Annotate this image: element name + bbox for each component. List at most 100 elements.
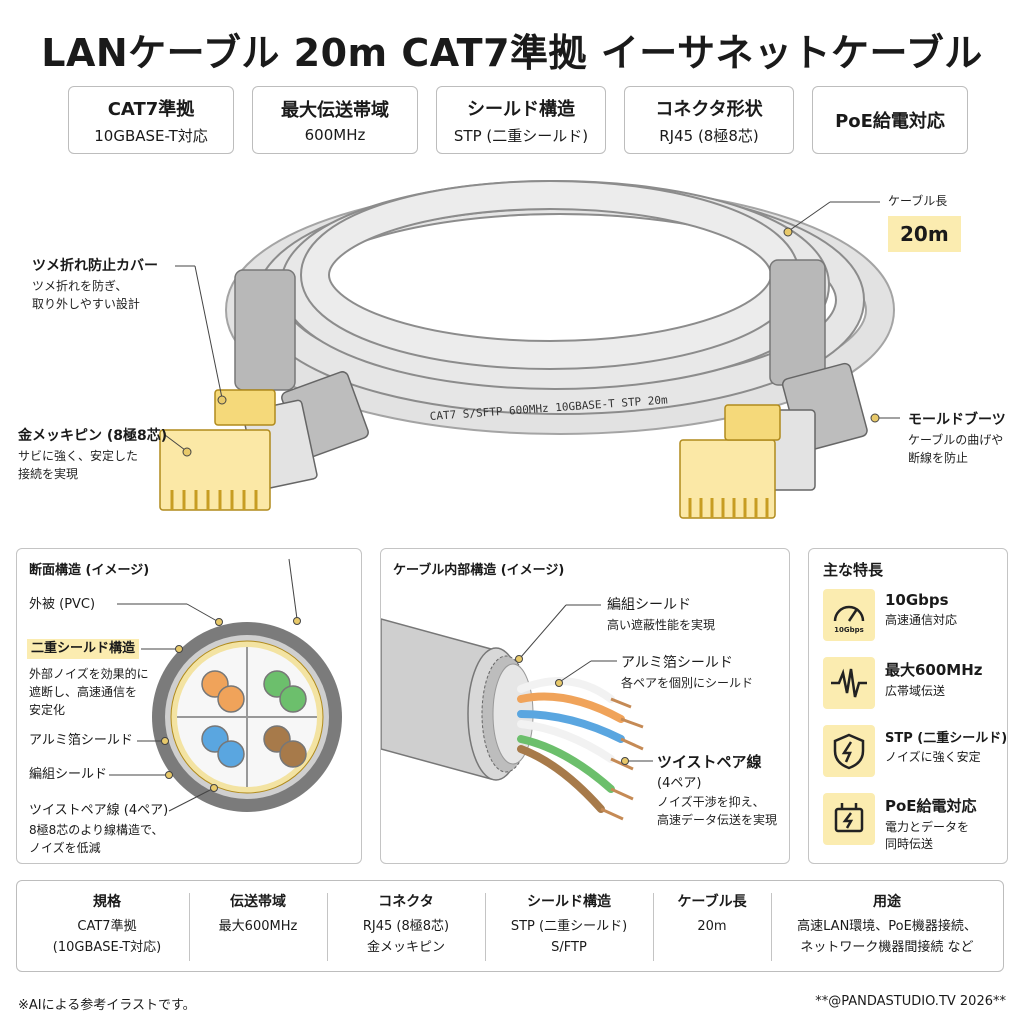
table-header: コネクタ xyxy=(378,894,434,910)
left-rj45-connector xyxy=(159,371,369,511)
spec-row: CAT7準拠 10GBASE-T対応 最大伝送帯域 600MHz シールド構造 … xyxy=(68,86,968,154)
callout-desc: ケーブルの曲げや xyxy=(908,433,1004,447)
feature-text: 10Gbps 高速通信対応 xyxy=(885,591,1015,629)
table-cell: 高速LAN環境、PoE機器接続、 xyxy=(797,919,977,935)
table-header: 伝送帯域 xyxy=(230,894,286,910)
power-icon xyxy=(823,793,875,845)
table-col-connector: コネクタ RJ45 (8極8芯) 金メッキピン xyxy=(331,891,481,963)
table-col-bandwidth: 伝送帯域 最大600MHz xyxy=(193,891,323,963)
label-count: (4ペア) xyxy=(657,775,702,791)
feature-desc: 電力とデータを xyxy=(885,820,970,834)
table-cell: 最大600MHz xyxy=(218,919,298,935)
spec-box-bandwidth: 最大伝送帯域 600MHz xyxy=(252,86,418,154)
feature-desc: 高速通信対応 xyxy=(885,613,958,627)
feature-title: 最大600MHz xyxy=(885,661,983,679)
coiled-cable-graphic: CAT7 S/SFTP 600MHz 10GBASE-T STP 20m xyxy=(159,180,900,519)
table-divider xyxy=(485,893,486,961)
cross-section-panel: 断面構造 (イメージ) 外被 (PVC) 二重シールド構造 外部ノイズを効果的に… xyxy=(16,548,362,864)
label-braid: 編組シールド 高い遮蔽性能を実現 xyxy=(607,595,715,634)
spec-box-standard: CAT7準拠 10GBASE-T対応 xyxy=(68,86,234,154)
table-cell: 20m xyxy=(697,919,727,935)
double-shield-desc: 外部ノイズを効果的に 遮断し、高速通信を 安定化 xyxy=(29,665,149,719)
table-divider xyxy=(653,893,654,961)
disclaimer-note: ※AIによる参考イラストです。 xyxy=(18,998,196,1013)
label-desc: ノイズ干渉を抑え、 xyxy=(657,795,765,809)
panel-title: 主な特長 xyxy=(823,561,884,579)
feature-poe: PoE給電対応 電力とデータを 同時伝送 xyxy=(823,793,1013,853)
label-desc: 各ペアを個別にシールド xyxy=(621,676,754,690)
label-desc: 高速データ伝送を実現 xyxy=(657,813,778,827)
callout-title: 金メッキピン (8極8芯) xyxy=(18,428,168,444)
feature-desc: 同時伝送 xyxy=(885,836,934,851)
table-col-usage: 用途 高速LAN環境、PoE機器接続、 ネットワーク機器間接続 など xyxy=(775,891,999,963)
panel-title: 断面構造 (イメージ) xyxy=(29,563,150,578)
label-title: 編組シールド xyxy=(607,597,691,613)
feature-600mhz: 最大600MHz 広帯域伝送 xyxy=(823,657,1013,717)
table-cell: 金メッキピン xyxy=(366,940,445,956)
spec-table: 規格 CAT7準拠 (10GBASE-T対応) 伝送帯域 最大600MHz コネ… xyxy=(16,880,1004,972)
label-twisted-pair: ツイストペア線 (4ペア) ノイズ干渉を抑え、 高速データ伝送を実現 xyxy=(657,751,777,829)
desc-line: 遮断し、高速通信を xyxy=(29,685,138,699)
right-rj45-connector xyxy=(679,362,868,519)
label-title: ツイストペア線 (4ペア) xyxy=(29,803,169,818)
table-header: シールド構造 xyxy=(527,894,611,910)
table-divider xyxy=(327,893,328,961)
feature-title: 10Gbps xyxy=(885,591,949,609)
shield-icon xyxy=(823,725,875,777)
callout-cable-length: ケーブル長 20m xyxy=(888,192,961,252)
feature-title: PoE給電対応 xyxy=(885,797,977,815)
feature-desc: 広帯域伝送 xyxy=(885,684,946,698)
label-double-shield: 二重シールド構造 xyxy=(27,639,140,659)
label-title: ツイストペア線 xyxy=(657,753,762,771)
table-cell: RJ45 (8極8芯) xyxy=(362,919,450,935)
feature-text: PoE給電対応 電力とデータを 同時伝送 xyxy=(885,795,1015,853)
callout-molded-boot: モールドブーツ ケーブルの曲げや 断線を防止 xyxy=(908,410,1006,467)
features-panel: 主な特長 10Gbps 10Gbps 高速通信対応 最大600MHz 広帯域伝送 xyxy=(808,548,1008,864)
panel-title: ケーブル内部構造 (イメージ) xyxy=(393,563,565,578)
feature-text: 最大600MHz 広帯域伝送 xyxy=(885,659,1015,700)
label-desc: 高い遮蔽性能を実現 xyxy=(607,618,716,632)
spec-value: 10GBASE-T対応 xyxy=(94,126,208,145)
feature-title: STP (二重シールド) xyxy=(885,731,1008,746)
table-divider xyxy=(189,893,190,961)
spec-value: RJ45 (8極8芯) xyxy=(659,126,759,145)
spec-value: 600MHz xyxy=(304,126,366,144)
icon-text: 10Gbps xyxy=(834,626,864,634)
spec-label: シールド構造 xyxy=(467,98,575,120)
table-header: ケーブル長 xyxy=(677,894,747,910)
callout-gold-pins: 金メッキピン (8極8芯) サビに強く、安定した 接続を実現 xyxy=(18,426,167,483)
feature-10gbps: 10Gbps 10Gbps 高速通信対応 xyxy=(823,589,1013,649)
spec-box-connector: コネクタ形状 RJ45 (8極8芯) xyxy=(624,86,794,154)
table-header: 規格 xyxy=(93,894,121,910)
cross-section-graphic xyxy=(109,558,342,812)
spec-label: PoE給電対応 xyxy=(835,111,945,132)
feature-stp: STP (二重シールド) ノイズに強く安定 xyxy=(823,725,1013,785)
spec-box-poe: PoE給電対応 xyxy=(812,86,968,154)
waveform-icon xyxy=(823,657,875,709)
table-cell: STP (二重シールド) xyxy=(510,919,628,935)
speedometer-icon: 10Gbps xyxy=(823,589,875,641)
table-col-length: ケーブル長 20m xyxy=(657,891,767,963)
callout-latch-cover: ツメ折れ防止カバー ツメ折れを防ぎ、 取り外しやすい設計 xyxy=(32,256,158,313)
table-cell: (10GBASE-T対応) xyxy=(52,940,162,956)
length-badge: 20m xyxy=(888,216,961,252)
callout-title: ケーブル長 xyxy=(888,194,948,208)
label-twisted-pairs: ツイストペア線 (4ペア) 8極8芯のより線構造で、 ノイズを低減 xyxy=(29,801,168,857)
label-jacket: 外被 (PVC) xyxy=(29,597,96,612)
callout-desc: 断線を防止 xyxy=(908,451,969,465)
feature-text: STP (二重シールド) ノイズに強く安定 xyxy=(885,727,1015,766)
label-foil: アルミ箔シールド 各ペアを個別にシールド xyxy=(621,653,753,692)
table-cell: S/FTP xyxy=(551,940,587,956)
internal-structure-panel: ケーブル内部構造 (イメージ) 編組シールド 高い遮蔽性能を実現 アルミ箔シー xyxy=(380,548,790,864)
callout-desc: 取り外しやすい設計 xyxy=(32,297,140,311)
copyright-credit: **@PANDASTUDIO.TV 2026** xyxy=(815,994,1006,1009)
callout-title: ツメ折れ防止カバー xyxy=(32,258,158,274)
label-title: アルミ箔シールド xyxy=(621,655,733,671)
table-col-standard: 規格 CAT7準拠 (10GBASE-T対応) xyxy=(27,891,187,963)
spec-label: 最大伝送帯域 xyxy=(281,100,389,121)
desc-line: 8極8芯のより線構造で、 xyxy=(29,822,164,837)
desc-line: ノイズを低減 xyxy=(29,840,101,855)
table-divider xyxy=(771,893,772,961)
callout-desc: 接続を実現 xyxy=(18,467,79,481)
table-col-shield: シールド構造 STP (二重シールド) S/FTP xyxy=(489,891,649,963)
